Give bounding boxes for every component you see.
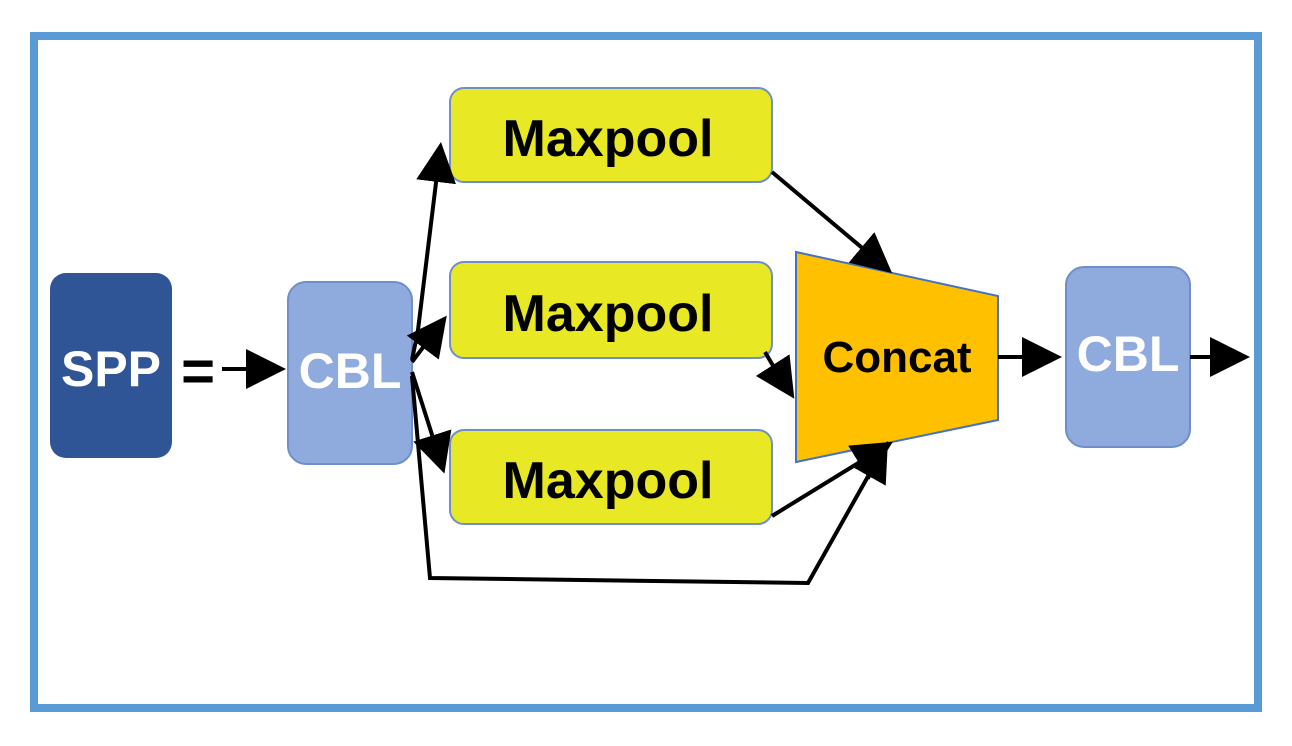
cbl-input-label: CBL — [299, 343, 402, 399]
spp-node — [50, 273, 172, 458]
arrow-cbl-to-maxpool-3 — [410, 371, 452, 474]
maxpool-label-1: Maxpool — [503, 110, 714, 168]
maxpool-node-2 — [449, 261, 773, 359]
arrow-maxpool-2-to-concat — [755, 350, 795, 399]
arrow-maxpool-3-to-concat — [770, 441, 893, 518]
equals-sign: = — [181, 339, 215, 404]
arrow-cbl-bypass-to-concat — [410, 375, 888, 586]
arrow-cbl-to-maxpool-2 — [406, 315, 447, 364]
arrow-maxpool-1-to-concat — [770, 170, 893, 274]
maxpool-label-3: Maxpool — [503, 452, 714, 510]
cbl-output-label: CBL — [1077, 326, 1180, 382]
maxpool-node-3 — [449, 429, 773, 525]
maxpool-node-1 — [449, 87, 773, 183]
concat-label: Concat — [822, 333, 971, 382]
spp-label: SPP — [61, 341, 161, 397]
concat-node — [795, 250, 999, 464]
maxpool-label-2: Maxpool — [503, 285, 714, 343]
